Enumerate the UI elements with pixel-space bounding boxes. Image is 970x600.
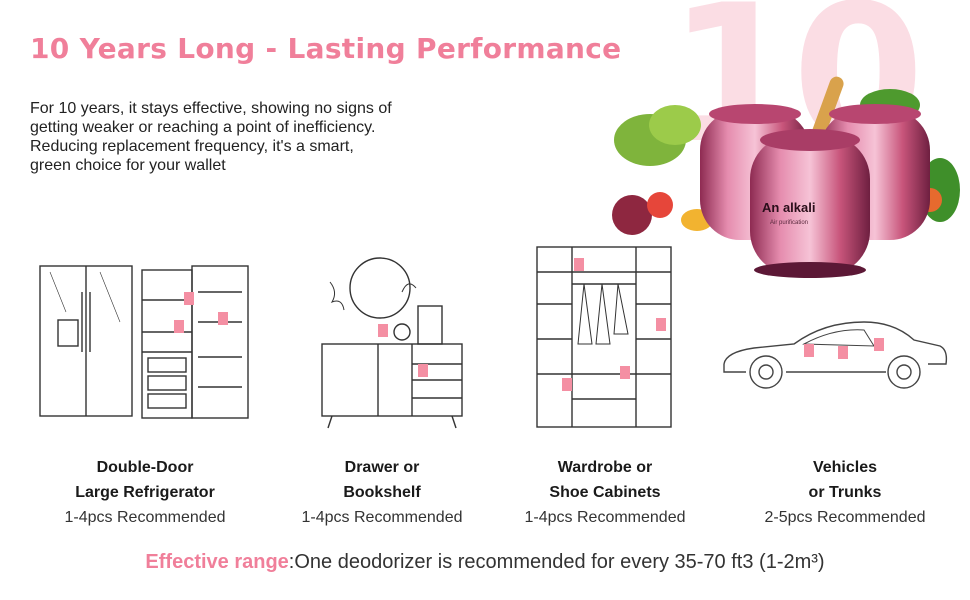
intro-line: green choice for your wallet	[30, 157, 226, 174]
use-case-title: Large Refrigerator	[75, 484, 215, 501]
use-case-bookshelf: Drawer or Bookshelf 1-4pcs Recommended	[277, 455, 487, 530]
use-case-title: Bookshelf	[343, 484, 421, 501]
use-case-recommended: 1-4pcs Recommended	[64, 509, 226, 526]
product-pod: An alkali Air purification	[750, 129, 870, 278]
car-illustration	[720, 316, 950, 392]
product-caption: Air purification	[770, 220, 808, 226]
product-image: An alkali Air purification	[600, 70, 970, 290]
wardrobe-icon	[536, 246, 672, 428]
intro-line: getting weaker or reaching a point of in…	[30, 119, 376, 136]
use-case-title: or Trunks	[808, 484, 882, 501]
bookshelf-icon	[321, 257, 463, 429]
wardrobe-illustration	[534, 244, 674, 430]
use-case-wardrobe: Wardrobe or Shoe Cabinets 1-4pcs Recomme…	[500, 455, 710, 530]
use-case-vehicle: Vehicles or Trunks 2-5pcs Recommended	[740, 455, 950, 530]
use-case-recommended: 2-5pcs Recommended	[764, 509, 926, 526]
use-case-refrigerator: Double-Door Large Refrigerator 1-4pcs Re…	[40, 455, 250, 530]
bookshelf-illustration	[318, 252, 466, 430]
intro-paragraph: For 10 years, it stays effective, showin…	[30, 99, 470, 175]
effective-range-text: :One deodorizer is recommended for every…	[288, 551, 825, 573]
use-case-recommended: 1-4pcs Recommended	[524, 509, 686, 526]
product-brand: An alkali	[762, 200, 815, 215]
car-icon	[723, 321, 948, 389]
effective-range-label: Effective range	[145, 551, 289, 573]
use-case-title: Double-Door	[96, 459, 194, 476]
use-case-title: Shoe Cabinets	[549, 484, 661, 501]
use-case-title: Wardrobe or	[557, 459, 653, 476]
intro-line: For 10 years, it stays effective, showin…	[30, 100, 392, 117]
page-title: 10 Years Long - Lasting Performance	[30, 32, 622, 65]
effective-range-note: Effective range:One deodorizer is recomm…	[0, 551, 970, 574]
use-case-title: Drawer or	[344, 459, 420, 476]
intro-line: Reducing replacement frequency, it's a s…	[30, 138, 354, 155]
refrigerator-icon	[39, 265, 249, 419]
use-case-recommended: 1-4pcs Recommended	[301, 509, 463, 526]
use-case-title: Vehicles	[812, 459, 878, 476]
refrigerator-illustration	[36, 262, 254, 422]
